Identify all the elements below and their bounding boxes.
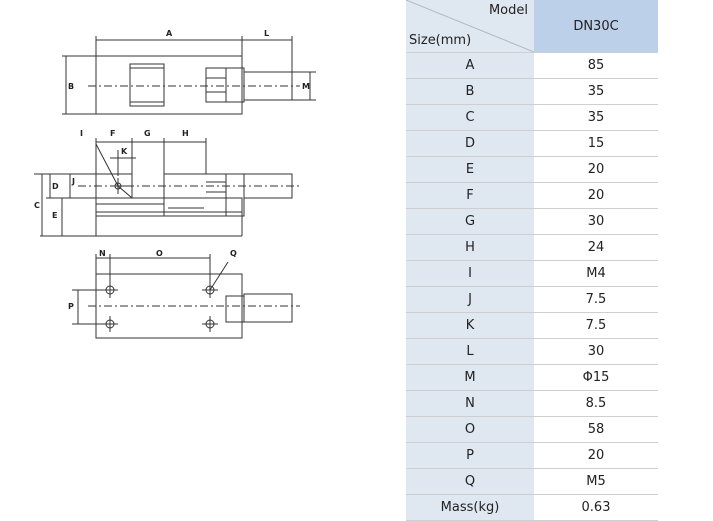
row-value: 20 xyxy=(534,156,658,183)
size-label: Size(mm) xyxy=(409,33,472,48)
row-value: 30 xyxy=(534,338,658,365)
top-view xyxy=(62,36,316,115)
row-label: C xyxy=(406,104,534,131)
row-value: 8.5 xyxy=(534,390,658,417)
label-Q: Q xyxy=(230,249,237,258)
row-label: K xyxy=(406,312,534,339)
label-J: J xyxy=(71,177,75,186)
row-label: M xyxy=(406,364,534,391)
label-B: B xyxy=(68,82,74,91)
row-label: J xyxy=(406,286,534,313)
row-value: 58 xyxy=(534,416,658,443)
row-value: 20 xyxy=(534,182,658,209)
row-value: 20 xyxy=(534,442,658,469)
label-P: P xyxy=(68,302,74,311)
technical-drawing: A L B M I F G H K J D C E N O Q P xyxy=(34,29,316,339)
row-label: F xyxy=(406,182,534,209)
label-L: L xyxy=(264,29,269,38)
row-label: G xyxy=(406,208,534,235)
label-N: N xyxy=(99,249,106,258)
label-I: I xyxy=(80,129,83,138)
bottom-view xyxy=(72,254,300,339)
spec-table-header: Model Size(mm) DN30C xyxy=(406,0,658,53)
row-value: 7.5 xyxy=(534,286,658,313)
label-O: O xyxy=(156,249,163,258)
label-E: E xyxy=(52,211,57,220)
row-value: 35 xyxy=(534,104,658,131)
row-label: E xyxy=(406,156,534,183)
row-value: 30 xyxy=(534,208,658,235)
side-view xyxy=(34,138,300,237)
corner-header-cell: Model Size(mm) xyxy=(406,0,534,53)
row-label: H xyxy=(406,234,534,261)
row-value: 85 xyxy=(534,52,658,79)
diagonal-line xyxy=(406,0,534,52)
row-value: M4 xyxy=(534,260,658,287)
label-D: D xyxy=(52,182,59,191)
row-label: Mass(kg) xyxy=(406,494,534,521)
row-label: O xyxy=(406,416,534,443)
row-value: 7.5 xyxy=(534,312,658,339)
row-value: Φ15 xyxy=(534,364,658,391)
label-K: K xyxy=(121,147,128,156)
row-label: Q xyxy=(406,468,534,495)
row-label: B xyxy=(406,78,534,105)
row-label: P xyxy=(406,442,534,469)
label-H: H xyxy=(182,129,189,138)
row-label: I xyxy=(406,260,534,287)
row-label: L xyxy=(406,338,534,365)
label-G: G xyxy=(144,129,151,138)
row-value: 15 xyxy=(534,130,658,157)
row-label: N xyxy=(406,390,534,417)
label-F: F xyxy=(110,129,115,138)
label-M: M xyxy=(302,82,310,91)
row-label: D xyxy=(406,130,534,157)
row-value: 24 xyxy=(534,234,658,261)
row-value: 35 xyxy=(534,78,658,105)
label-C: C xyxy=(34,201,40,210)
model-value: DN30C xyxy=(534,0,658,53)
model-label: Model xyxy=(488,3,528,18)
label-A: A xyxy=(166,29,173,38)
row-value: M5 xyxy=(534,468,658,495)
row-value: 0.63 xyxy=(534,494,658,521)
drawing-svg: A L B M I F G H K J D C E N O Q P xyxy=(34,29,316,339)
table-row: Mass(kg)0.63 xyxy=(406,494,658,521)
row-label: A xyxy=(406,52,534,79)
